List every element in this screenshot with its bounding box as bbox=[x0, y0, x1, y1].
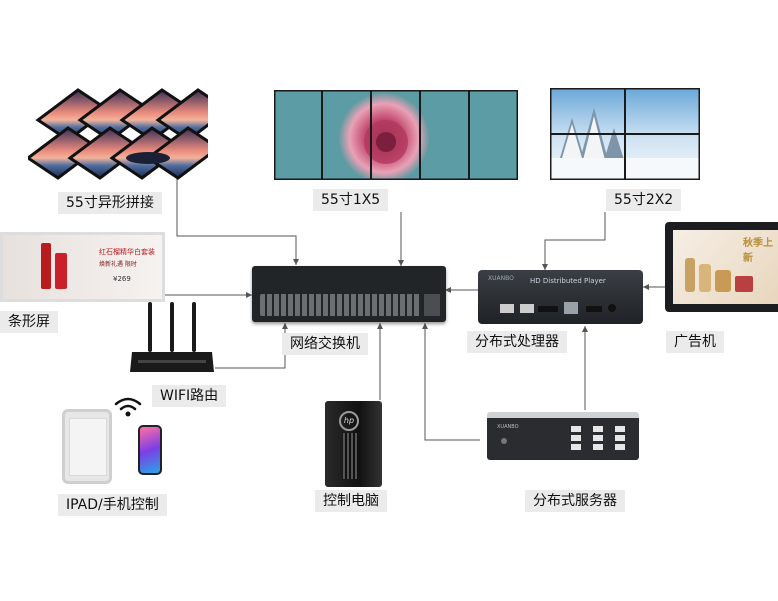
ethernet-port-icon bbox=[564, 302, 578, 314]
cosmetic-jar-icon bbox=[715, 270, 731, 292]
usb-port-icon bbox=[571, 426, 581, 450]
sd-slot-icon bbox=[538, 306, 558, 312]
tablet-icon bbox=[62, 409, 112, 484]
label-control-pc: 控制电脑 bbox=[315, 490, 387, 512]
usb-port-icon bbox=[615, 426, 625, 450]
processor-brand: XUANBO bbox=[488, 275, 514, 282]
label-wall-2x2: 55寸2X2 bbox=[606, 189, 682, 211]
hdmi-port-icon bbox=[586, 306, 602, 312]
line-2x2-to-processor bbox=[542, 212, 606, 270]
usb-port-icon bbox=[593, 426, 603, 450]
line-irregular-to-switch bbox=[176, 170, 299, 265]
line-wifi-to-switch bbox=[215, 323, 288, 369]
pc-brand-logo: hp bbox=[339, 411, 359, 431]
ad-machine-screen: 秋季上新 bbox=[673, 230, 778, 304]
cosmetic-bottle-icon bbox=[55, 253, 67, 289]
bar-ad-line1: 红石榴精华白套装 bbox=[99, 248, 155, 256]
control-pc: hp bbox=[325, 401, 382, 487]
label-bar-screen: 条形屏 bbox=[0, 311, 58, 333]
bar-ad-line2: 焕新礼遇 限时 bbox=[99, 261, 137, 268]
switch-ports bbox=[260, 294, 420, 316]
switch-sfp-ports bbox=[424, 294, 440, 316]
video-wall-1x5 bbox=[274, 90, 518, 180]
ad-machine: 秋季上新 bbox=[665, 222, 778, 312]
server-brand: XUANBO bbox=[497, 424, 519, 430]
lipstick-product-icon bbox=[41, 243, 51, 289]
cosmetic-bottle-icon bbox=[685, 258, 695, 292]
power-port-icon bbox=[608, 304, 616, 312]
label-tablet-phone: IPAD/手机控制 bbox=[58, 494, 167, 516]
line-server-to-switch bbox=[422, 323, 480, 441]
network-switch bbox=[252, 266, 446, 322]
power-button-icon[interactable] bbox=[501, 438, 507, 444]
bar-ad-price: ¥269 bbox=[113, 275, 131, 283]
distributed-server: XUANBO bbox=[487, 412, 639, 460]
distributed-processor: XUANBO HD Distributed Player bbox=[478, 270, 643, 324]
wifi-signal-icon bbox=[114, 397, 142, 417]
label-server: 分布式服务器 bbox=[525, 490, 625, 512]
label-ad-machine: 广告机 bbox=[666, 331, 724, 353]
usb-port-icon bbox=[520, 304, 534, 313]
label-switch: 网络交换机 bbox=[282, 333, 368, 355]
label-irregular-wall: 55寸异形拼接 bbox=[58, 192, 162, 214]
wifi-router bbox=[130, 302, 214, 372]
boat-icon bbox=[126, 152, 170, 164]
pc-front-grill bbox=[343, 433, 357, 479]
usb-port-icon bbox=[500, 304, 514, 313]
video-wall-2x2 bbox=[550, 88, 700, 180]
processor-panel-text: HD Distributed Player bbox=[530, 277, 606, 285]
gift-box-icon bbox=[735, 276, 753, 292]
bar-screen: 红石榴精华白套装 焕新礼遇 限时 ¥269 bbox=[0, 232, 165, 302]
phone-icon bbox=[138, 425, 162, 475]
ad-machine-text: 秋季上新 bbox=[743, 238, 773, 264]
cosmetic-bottle-icon bbox=[699, 264, 711, 292]
label-wall-1x5: 55寸1X5 bbox=[313, 189, 389, 211]
label-processor: 分布式处理器 bbox=[467, 331, 567, 353]
irregular-video-wall bbox=[28, 88, 208, 180]
label-wifi-router: WIFI路由 bbox=[152, 385, 227, 407]
